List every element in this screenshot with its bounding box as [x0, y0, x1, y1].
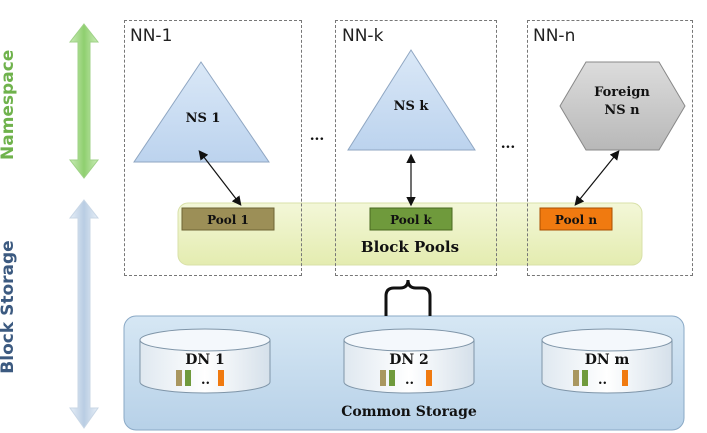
nn-1-box: [124, 20, 302, 276]
block-storage-label: Block Storage: [0, 240, 18, 374]
nn-k-label: NN-k: [342, 26, 384, 46]
brace-connector: [384, 279, 432, 316]
nsn-pooln-link: [574, 150, 620, 206]
nsn-label: NS n: [604, 103, 640, 118]
pool-k-label: Pool k: [390, 213, 432, 227]
dn1-blocks: [176, 370, 224, 386]
dn1-label: DN 1: [185, 352, 225, 368]
nsk-triangle: [347, 49, 476, 151]
nsk-label: NS k: [394, 99, 430, 114]
ns1-pool1-link: [198, 150, 242, 206]
dn2-blocks: [380, 370, 432, 386]
dn2-dots: ..: [405, 373, 414, 388]
dn2-cylinder: [343, 328, 475, 394]
ellipsis-1: ...: [310, 128, 325, 144]
pool-1-label: Pool 1: [207, 213, 249, 227]
pool-1-box: [181, 207, 275, 231]
ns1-label: NS 1: [186, 111, 221, 126]
block-storage-arrow: [68, 199, 100, 429]
dn1-dots: ..: [201, 373, 210, 388]
common-storage-label: Common Storage: [341, 404, 477, 420]
pool-n-box: [539, 207, 613, 231]
pool-k-box: [369, 207, 453, 231]
dnm-label: DN m: [585, 352, 630, 368]
nn-n-box: [527, 20, 693, 276]
foreign-nsn-hexagon: [559, 61, 686, 151]
nn-n-label: NN-n: [533, 26, 576, 46]
block-pools-label: Block Pools: [361, 238, 459, 256]
namespace-arrow: [68, 23, 100, 179]
ellipsis-2: ...: [501, 136, 516, 152]
dnm-dots: ..: [598, 373, 607, 388]
pool-n-label: Pool n: [555, 213, 597, 227]
dn2-label: DN 2: [389, 352, 429, 368]
nn-k-box: [335, 20, 497, 276]
dnm-blocks: [573, 370, 628, 386]
namespace-label: Namespace: [0, 49, 18, 160]
dn1-cylinder: [139, 328, 271, 394]
foreign-label: Foreign: [594, 85, 650, 100]
nn-1-label: NN-1: [130, 26, 173, 46]
